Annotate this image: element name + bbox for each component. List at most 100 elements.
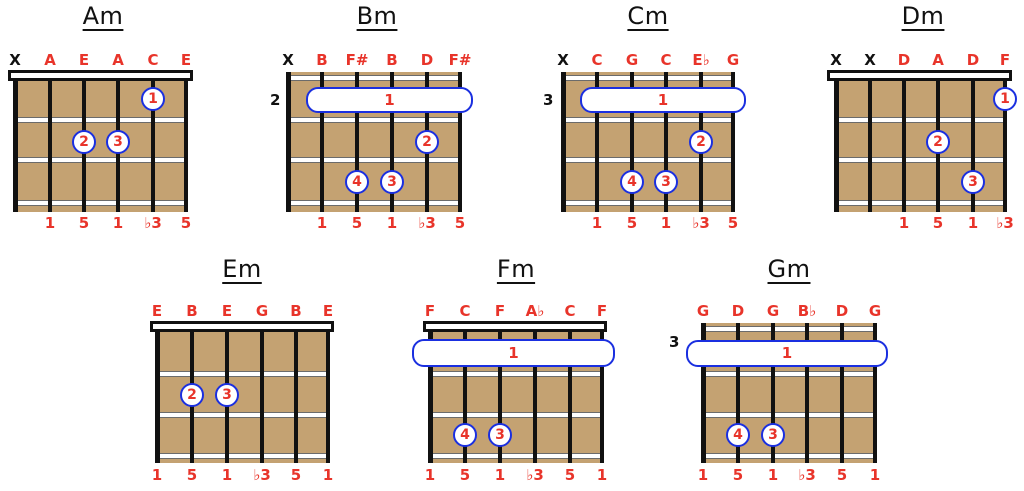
finger-dot: 3 [380,170,404,194]
fret-wire [157,412,328,418]
interval-label: 5 [290,466,302,484]
interval-label: 1 [112,214,124,232]
string-note-label: E♭ [692,51,710,69]
fret-wire [15,157,186,163]
string-note-label: A [112,51,124,69]
interval-label: 5 [836,466,848,484]
finger-dot: 4 [620,170,644,194]
interval-label: ♭3 [996,214,1014,232]
string-note-label: A [932,51,944,69]
string-note-label: F [596,302,608,320]
string-note-label: C [459,302,471,320]
string-note-label: D [731,302,745,320]
string-note-label: A [44,51,56,69]
string-note-label: G [255,302,269,320]
fret-wire [836,200,1005,206]
string-6 [833,80,839,212]
string-2 [840,323,844,463]
muted-string-marker: X [557,51,569,69]
string-note-label: G [696,302,710,320]
fret-wire [15,117,186,123]
string-note-label: B♭ [797,302,817,320]
string-3 [805,323,809,463]
string-note-label: F# [345,51,369,69]
string-3 [533,331,537,463]
muted-string-marker: X [282,51,294,69]
fret-wire [563,157,733,163]
interval-label: ♭3 [144,214,162,232]
fret-wire [288,75,460,81]
finger-dot: 3 [761,423,785,447]
finger-dot: 2 [926,130,950,154]
interval-label: 5 [564,466,576,484]
string-note-label: C [147,51,159,69]
fret-wire [563,117,733,123]
barre-finger-marker: 1 [580,87,746,113]
string-4 [498,331,502,463]
interval-label: 1 [898,214,910,232]
interval-label: 5 [78,214,90,232]
interval-label: 5 [351,214,363,232]
interval-label: 1 [221,466,233,484]
string-note-label: D [966,51,980,69]
finger-dot: 3 [215,383,239,407]
interval-label: 5 [932,214,944,232]
muted-string-marker: X [864,51,876,69]
nut [827,70,1012,81]
interval-label: 5 [727,214,739,232]
fret-position-number: 2 [270,91,281,109]
chord-title: Cm [627,2,669,30]
chord-title: Am [82,2,124,30]
string-note-label: G [766,302,780,320]
string-3 [390,72,394,212]
string-5 [48,80,52,212]
fret-wire [288,117,460,123]
string-note-label: B [290,302,302,320]
string-note-label: E [180,51,192,69]
finger-dot: 1 [993,87,1017,111]
string-note-label: F [494,302,506,320]
chord-title: Bm [356,2,398,30]
barre-finger-marker: 1 [412,339,615,367]
string-4 [630,72,634,212]
string-1 [873,323,877,463]
string-2 [971,80,975,212]
string-4 [771,323,775,463]
interval-label: ♭3 [526,466,544,484]
string-1 [458,72,462,212]
string-4 [902,80,906,212]
muted-string-marker: X [830,51,842,69]
fret-wire [703,453,875,459]
finger-dot: 3 [654,170,678,194]
finger-dot: 4 [345,170,369,194]
string-6 [560,72,566,212]
interval-label: 1 [967,214,979,232]
interval-label: 5 [186,466,198,484]
string-1 [1003,80,1007,212]
finger-dot: 2 [689,130,713,154]
interval-label: ♭3 [418,214,436,232]
interval-label: 1 [697,466,709,484]
string-5 [595,72,599,212]
string-6 [154,331,160,463]
interval-label: 5 [180,214,192,232]
string-note-label: G [625,51,639,69]
finger-dot: 4 [726,423,750,447]
string-note-label: F [999,51,1011,69]
interval-label: 1 [494,466,506,484]
fret-wire [703,326,875,332]
string-note-label: B [186,302,198,320]
string-note-label: D [897,51,911,69]
interval-label: 1 [660,214,672,232]
chord-title: Gm [767,255,811,283]
string-6 [700,323,706,463]
string-note-label: G [726,51,740,69]
interval-label: 1 [151,466,163,484]
string-note-label: B [316,51,328,69]
finger-dot: 1 [141,87,165,111]
string-5 [736,323,740,463]
interval-label: ♭3 [692,214,710,232]
interval-label: 1 [386,214,398,232]
barre-finger-marker: 1 [686,340,888,367]
string-1 [731,72,735,212]
